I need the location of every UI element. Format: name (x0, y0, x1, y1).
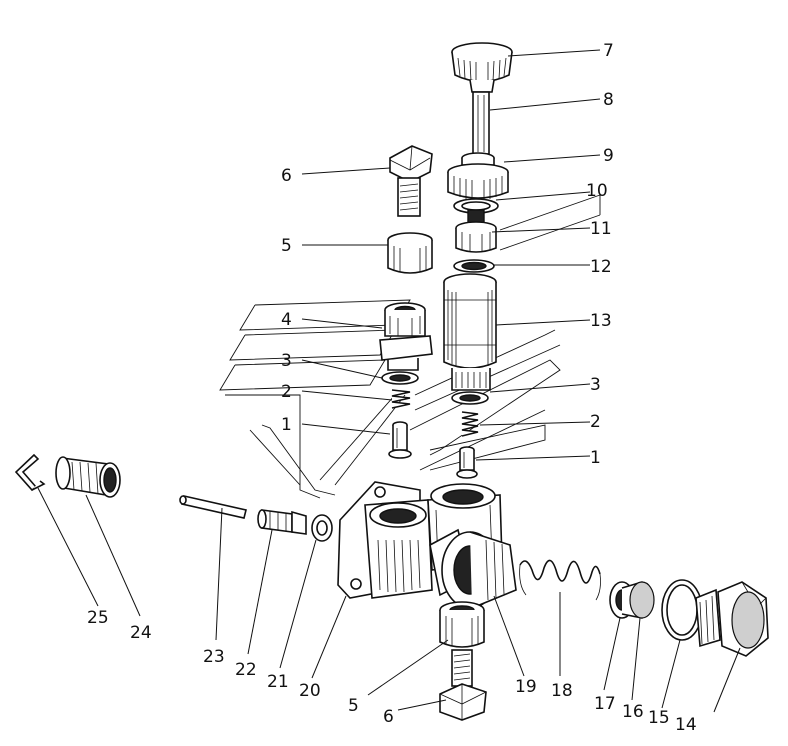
bushing-part-5-bottom (439, 601, 485, 648)
oring-part-15 (661, 579, 703, 641)
callout-7: 7 (603, 41, 614, 61)
callout-labels: 7 8 9 10 11 12 13 6 5 4 3 2 1 3 2 1 25 2… (87, 41, 697, 735)
fitting-part-4 (379, 302, 433, 371)
spring-part-2-left (391, 389, 411, 409)
callout-6-bottom: 6 (383, 707, 394, 727)
callout-10: 10 (586, 181, 608, 201)
callout-19: 19 (515, 677, 537, 697)
sleeve-part-24 (55, 456, 121, 498)
washer-part-21 (311, 514, 333, 542)
callout-5-top: 5 (281, 236, 292, 256)
callout-18: 18 (551, 681, 573, 701)
spring-part-2-right (461, 411, 479, 437)
bushing-part-11 (455, 221, 497, 253)
callout-13: 13 (590, 311, 612, 331)
spring-part-18 (519, 559, 601, 601)
construction-guides (219, 194, 601, 499)
leader-lines (37, 49, 741, 713)
fitting-part-22 (257, 509, 307, 535)
callout-11: 11 (590, 219, 612, 239)
stem-part-8 (472, 91, 490, 155)
callout-2-left: 2 (281, 382, 292, 402)
callout-6-top: 6 (281, 166, 292, 186)
ring-part-10 (453, 198, 499, 225)
cylinder-part-13 (443, 273, 497, 391)
callout-12: 12 (590, 257, 612, 277)
bushing-part-5-top (387, 232, 433, 274)
callout-3-right: 3 (590, 375, 601, 395)
callout-20: 20 (299, 681, 321, 701)
callout-1-left: 1 (281, 415, 292, 435)
callout-24: 24 (130, 623, 152, 643)
callout-9: 9 (603, 146, 614, 166)
callout-15: 15 (648, 708, 670, 728)
callout-5-bottom: 5 (348, 696, 359, 716)
pin-part-23 (179, 495, 247, 519)
callout-2-right: 2 (590, 412, 601, 432)
callout-22: 22 (235, 660, 257, 680)
callout-4: 4 (281, 310, 292, 330)
plug-part-14 (695, 581, 769, 657)
callout-3-left: 3 (281, 351, 292, 371)
callout-17: 17 (594, 694, 616, 714)
ring-part-12 (453, 259, 495, 273)
bolt-part-6-bottom (439, 649, 487, 721)
valve-part-1-left (388, 421, 412, 459)
nut-part-19 (441, 531, 517, 609)
bolt-part-6-top (389, 145, 433, 217)
callout-25: 25 (87, 608, 109, 628)
knob-part-7 (451, 42, 513, 93)
washer-part-3-right (451, 391, 489, 405)
callout-1-right: 1 (590, 448, 601, 468)
callout-21: 21 (267, 672, 289, 692)
callout-16: 16 (622, 702, 644, 722)
callout-8: 8 (603, 90, 614, 110)
hexkey-part-25 (14, 453, 46, 492)
washer-part-3-left (381, 371, 419, 385)
cap-part-16 (621, 581, 655, 619)
valve-part-1-right (456, 446, 478, 479)
callout-14: 14 (675, 715, 697, 735)
callout-23: 23 (203, 647, 225, 667)
nut-part-9 (447, 152, 509, 200)
